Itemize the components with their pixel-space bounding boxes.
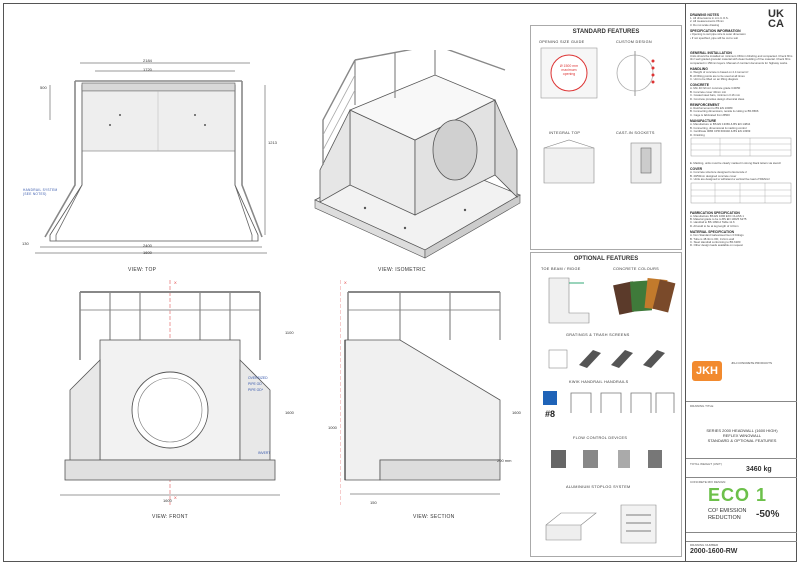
company-name: JKH CONCRETE PRODUCTS (731, 361, 773, 365)
toe-beam-title: TOE BEAM / RIDGE (541, 267, 581, 271)
handrails-graphic (570, 392, 675, 413)
dim-top-depth: 1213 (268, 140, 277, 145)
notes-heading: DRAWING NOTES (690, 13, 720, 17)
front-x-top: X (174, 280, 177, 285)
dim-section-1: 200 mm (497, 458, 512, 463)
spec-heading: SPECIFICATION INFORMATION (690, 29, 741, 34)
title-block: UK CA DRAWING NOTES 1. All dimensions in… (685, 3, 797, 562)
concrete-heading: CONCRETE (690, 83, 710, 88)
co2-emission-label: CO² EMISSION (708, 508, 747, 514)
integral-top-title: INTEGRAL TOP (549, 131, 581, 135)
custom-design-graphic (616, 51, 655, 96)
concrete-colours-title: CONCRETE COLOURS (613, 267, 659, 271)
flow-control-title: FLOW CONTROL DEVICES (573, 436, 628, 440)
opening-guide-title: OPENING SIZE GUIDE (539, 40, 585, 44)
toe-beam-graphic (548, 277, 590, 324)
cast-in-sockets-graphic (630, 142, 662, 184)
dim-front-height: 1100 (285, 330, 294, 335)
standard-features-title: STANDARD FEATURES (572, 29, 640, 35)
weight-label: TOTAL WEIGHT (UNIT) (690, 462, 722, 466)
eco-logo: ECO 1 (708, 485, 768, 505)
handling-heading: HANDLING (690, 67, 708, 72)
optional-features-panel: OPTIONAL FEATURES TOE BEAM / RIDGE CONCR… (530, 252, 682, 557)
section-x-top: X (344, 280, 347, 285)
dim-front-width: 1600 (163, 498, 172, 503)
kwik-logo-icon (543, 391, 557, 405)
front-label-pipe-od-star: PIPE OD* (248, 388, 264, 392)
gratings-graphic (548, 349, 665, 369)
view-top-label: VIEW: TOP (128, 267, 157, 273)
opening-guide-graphic (540, 47, 598, 99)
front-label-pipe-od: PIPE OD (248, 382, 262, 386)
opening-guide-text: Ø 1500 mm maximum opening (559, 64, 579, 76)
view-top-drawing (35, 62, 267, 254)
standard-features-panel: STANDARD FEATURES OPENING SIZE GUIDE Ø 1… (530, 25, 682, 250)
view-section-drawing (340, 280, 501, 505)
aluminium-stoplog-title: ALUMINIUM STOPLOG SYSTEM (566, 485, 631, 489)
front-x-bottom: X (174, 495, 177, 500)
gratings-title: GRATINGS & TRASH SCREENS (566, 333, 630, 337)
front-label-oversized: OVERSIZED (248, 376, 268, 380)
drawing-number: 2000-1600-RW (690, 548, 738, 555)
view-isometric-drawing (314, 50, 521, 259)
dim-front-total-height: 1600 (285, 410, 294, 415)
fabrication-heading: FABRICATION SPECIFICATION (690, 210, 740, 215)
cast-in-sockets-title: CAST-IN SOCKETS (616, 131, 655, 135)
manufacture-table (690, 137, 792, 157)
drawing-frame (3, 3, 797, 562)
dim-section-2: 150 (370, 500, 377, 505)
integral-top-graphic (543, 139, 595, 184)
dim-top-bottom-left: 130 (22, 241, 29, 246)
view-front-label: VIEW: FRONT (152, 514, 188, 520)
dim-section-total: 1600 (512, 410, 521, 415)
dim-top-bottom-total: 1600 (143, 250, 152, 255)
optional-features-title: OPTIONAL FEATURES (573, 256, 639, 262)
dim-top-width-inner: 1720 (143, 67, 152, 72)
dim-top-bottom-width: 2400 (143, 243, 152, 248)
view-isometric-label: VIEW: ISOMETRIC (378, 267, 426, 273)
flow-control-graphic (551, 450, 662, 468)
cover-table (690, 182, 792, 203)
view-front-drawing (60, 280, 280, 505)
material-heading: MATERIAL SPECIFICATION (690, 230, 735, 235)
handrails-number: #8 (545, 409, 556, 419)
dim-top-width-outer: 2184 (143, 58, 152, 63)
co2-reduction-label: REDUCTION (708, 515, 741, 521)
co2-reduction-percent: -50% (756, 509, 780, 520)
drawing-number-label: DRAWING NUMBER (690, 543, 719, 547)
total-weight: 3460 kg (746, 466, 772, 473)
view-section-label: VIEW: SECTION (413, 514, 455, 520)
front-label-invert: INVERT (258, 451, 271, 455)
aluminium-stoplog-graphic (545, 504, 657, 544)
ukca-mark: UK CA (768, 8, 784, 30)
dim-section-height: 1000 (328, 425, 337, 430)
reinforcement-heading: REINFORCEMENT (690, 103, 720, 108)
install-heading: GENERAL INSTALLATION (690, 51, 732, 55)
concrete-colours-swatches (613, 278, 676, 315)
drawing-title-heading: DRAWING TITLE (690, 404, 714, 408)
custom-design-title: CUSTOM DESIGN (616, 40, 652, 44)
handrails-title: KWIK HANDRAIL HANDRAILS (569, 380, 629, 384)
jkh-logo: JKH (692, 361, 722, 381)
top-handrail-note: HANDRAIL SYSTEM (SEE NOTES) (23, 188, 58, 196)
concrete-mix-label: CONCRETE MIX DESIGN: (690, 480, 727, 484)
manufacture-heading: MANUFACTURE (690, 119, 717, 124)
dim-top-left: 500 (40, 85, 47, 90)
drawing-title: SERIES 2000 HEADWALL (1600 HIGH) REFLEX … (706, 428, 778, 443)
